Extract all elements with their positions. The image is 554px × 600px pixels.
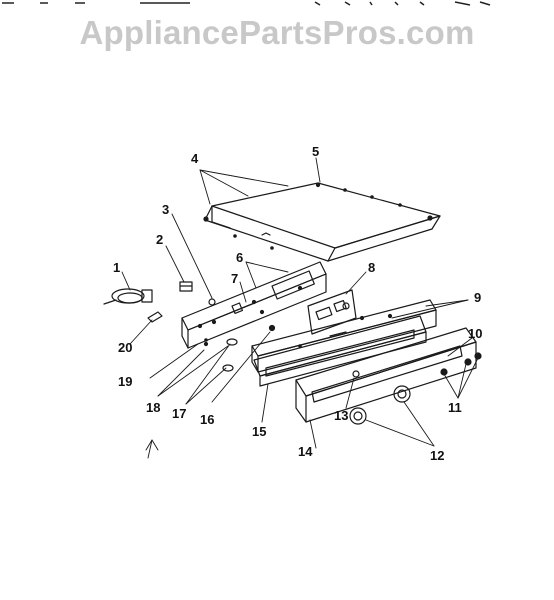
part-clip	[147, 311, 163, 323]
callout-2: 2	[156, 232, 163, 247]
part-wire-harness	[103, 288, 153, 305]
callout-16: 16	[200, 412, 214, 427]
scan-artifact-top	[2, 1, 491, 6]
part-control-board	[307, 289, 357, 335]
callout-10: 10	[468, 326, 482, 341]
part-backplate	[181, 261, 327, 349]
callout-13: 13	[334, 408, 348, 423]
callout-17: 17	[172, 406, 186, 421]
callout-9: 9	[474, 290, 481, 305]
callout-19: 19	[118, 374, 132, 389]
callout-18: 18	[146, 400, 160, 415]
leader-lines	[121, 157, 479, 459]
callout-15: 15	[252, 424, 266, 439]
callout-14: 14	[298, 444, 313, 459]
callout-3: 3	[162, 202, 169, 217]
callout-8: 8	[368, 260, 375, 275]
callout-5: 5	[312, 144, 319, 159]
callout-20: 20	[118, 340, 132, 355]
callout-12: 12	[430, 448, 444, 463]
part-switch	[179, 281, 193, 292]
callout-6: 6	[236, 250, 243, 265]
callout-labels: 1 2 3 4 5 6 7 8 9 10 11 12 13 14 15 16 1…	[113, 144, 482, 463]
callout-1: 1	[113, 260, 120, 275]
part-panel-frame	[253, 315, 427, 387]
watermark-logo: AppliancePartsPros.com	[79, 14, 475, 51]
callout-11: 11	[448, 400, 462, 415]
callout-7: 7	[231, 271, 238, 286]
callout-4: 4	[191, 151, 199, 166]
part-knobs	[349, 385, 411, 425]
part-top-cover	[203, 182, 441, 262]
part-front-bezel	[295, 327, 477, 423]
part-fasteners	[203, 324, 276, 372]
